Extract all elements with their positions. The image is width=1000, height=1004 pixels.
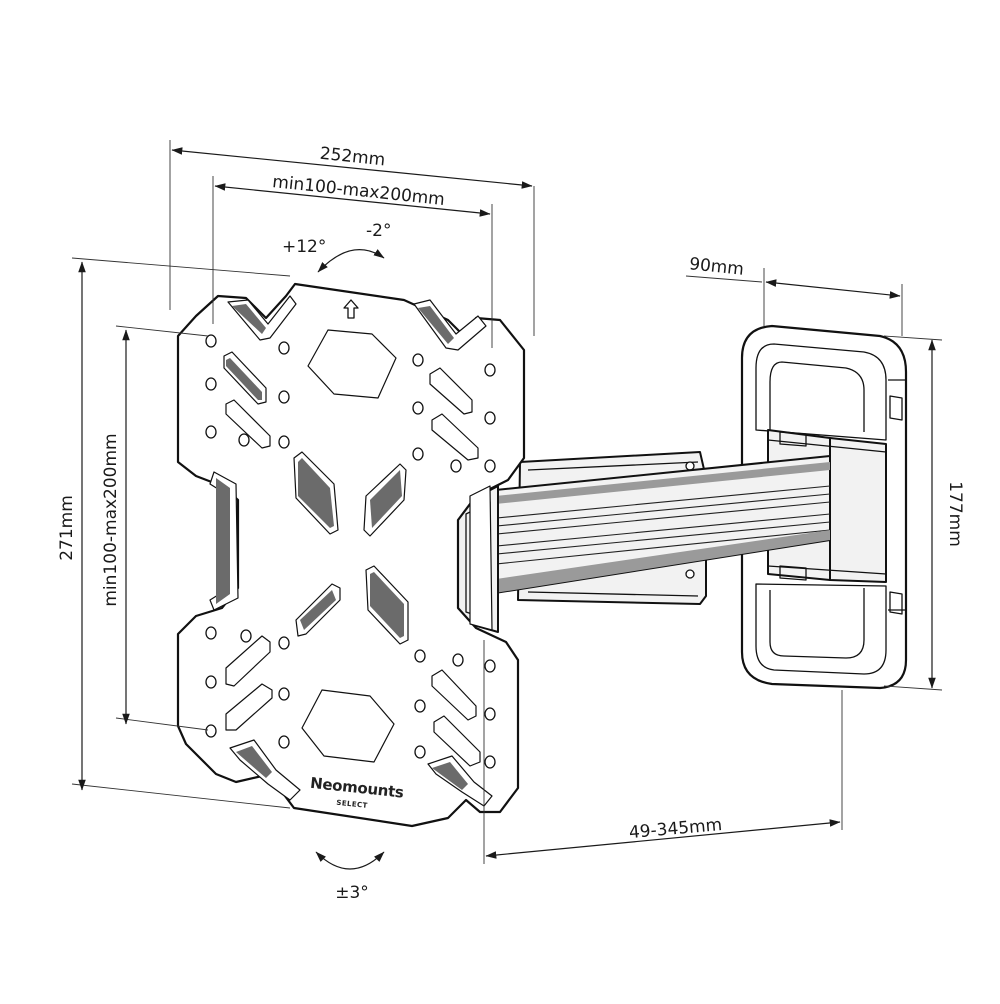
tilt-indicator: +12° -2° [282,221,391,273]
vesa-horizontal-label: min100-max200mm [271,172,445,210]
rotation-indicator: ±3° [315,851,385,903]
extension-arm [455,451,831,633]
dimension-wall-height: 177mm [883,335,965,691]
wall-depth-label: 90mm [688,254,745,280]
wall-height-label: 177mm [945,481,965,547]
dimension-wall-depth: 90mm [685,254,903,336]
vesa-holes [205,334,496,769]
rotation-label: ±3° [335,883,369,903]
dimension-vesa-vertical: min100-max200mm [101,325,209,731]
tilt-down-label: -2° [366,221,391,241]
vesa-vertical-label: min100-max200mm [101,433,121,606]
tilt-up-label: +12° [282,237,326,257]
plate-width-label: 252mm [319,144,386,171]
vesa-plate [176,282,526,828]
dimension-plate-height: 271mm [57,257,291,809]
arm-extension-label: 49-345mm [628,815,723,843]
up-arrow-icon [343,299,359,319]
brand-line: SELECT [336,799,368,810]
plate-height-label: 271mm [57,495,77,561]
